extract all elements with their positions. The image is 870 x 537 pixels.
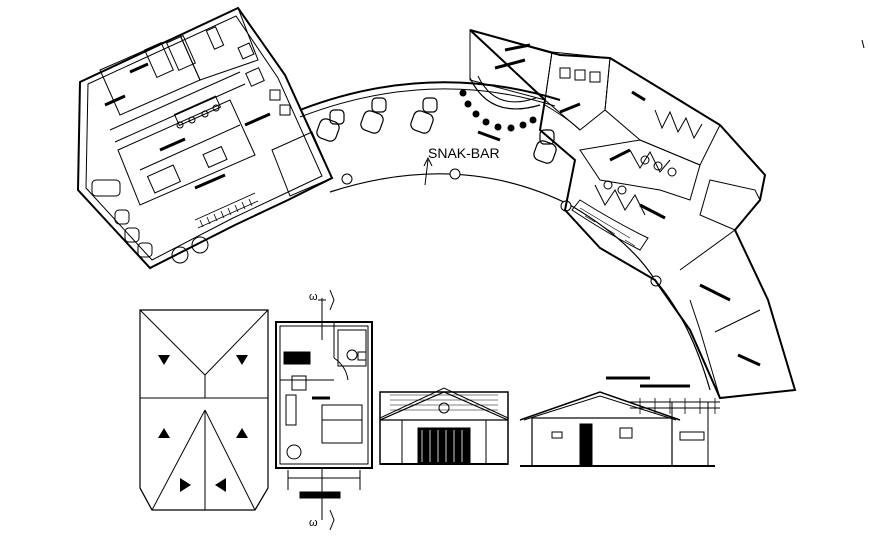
section-marker-top: ω xyxy=(309,291,318,303)
edge-mark xyxy=(861,39,865,49)
side-elevation xyxy=(519,376,720,467)
right-wing-plan xyxy=(469,29,797,400)
roof-plan xyxy=(139,309,269,511)
front-elevation xyxy=(379,387,509,465)
left-wing-plan xyxy=(76,6,334,270)
cabin-floor-plan: ω ω xyxy=(275,289,373,531)
snack-bar-label: SNAK-BAR xyxy=(428,145,500,161)
section-marker-bottom: ω xyxy=(309,517,318,529)
curved-concourse: SNAK-BAR xyxy=(299,75,711,391)
